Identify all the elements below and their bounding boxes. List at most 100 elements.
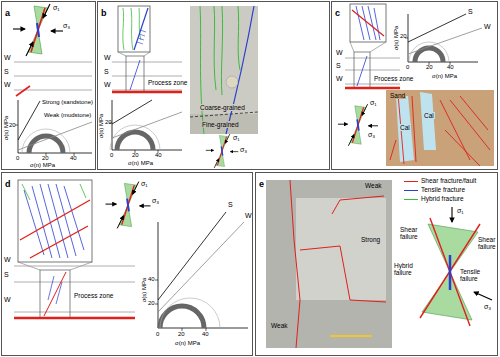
layer-lines — [14, 76, 92, 77]
layer-lines — [112, 62, 182, 63]
axis-label: σ(s) MPa — [3, 116, 10, 141]
legend-line — [404, 190, 418, 191]
rock-photo — [330, 335, 372, 337]
mohr-diagram — [158, 212, 226, 300]
figure-label: 0 — [16, 155, 19, 162]
figure-label: 0 — [156, 331, 159, 338]
figure-label: Shear failure — [400, 226, 430, 240]
inset-box — [350, 4, 386, 52]
figure-label: Process zone — [374, 75, 413, 82]
panel-letter: a — [5, 8, 10, 18]
figure-label: 0 — [406, 64, 409, 71]
figure-label: W — [4, 81, 11, 89]
figure-label: σ₃ — [152, 197, 159, 205]
figure-label: σ₁ — [370, 99, 377, 107]
mohr-diagram — [155, 280, 206, 331]
figure-label: σ₁ — [233, 134, 240, 142]
panel-box: d — [1, 172, 253, 356]
mohr-diagram — [29, 136, 63, 153]
mohr-diagram — [112, 100, 152, 124]
mohr-diagram — [110, 125, 160, 150]
layer-lines — [14, 266, 135, 312]
figure-label: W — [104, 81, 111, 89]
figure-label: Tensile failure — [460, 268, 490, 282]
rock-photo — [226, 6, 254, 134]
figure-label: σ₃ — [240, 146, 247, 154]
figure-label: Strong (sandstone) — [42, 99, 93, 106]
figure-label: S — [228, 201, 233, 209]
inset-box — [20, 200, 90, 258]
figure-label: W — [4, 256, 11, 264]
rock-photo — [190, 114, 258, 134]
figure-label: Hybrid failure — [394, 262, 424, 276]
figure-label: σ₃ — [63, 22, 70, 30]
mohr-diagram — [409, 42, 449, 62]
rock-photo — [190, 6, 258, 134]
layer-lines — [14, 282, 135, 283]
figure-label: 40 — [202, 331, 209, 338]
legend-text: Hybrid fracture — [421, 195, 464, 203]
figure-label: σ(n) MPa — [432, 73, 457, 80]
figure-label: S — [4, 271, 9, 279]
figure-label: 40 — [70, 155, 77, 162]
panel-box: a — [1, 1, 96, 170]
mohr-diagram — [158, 222, 248, 328]
figure-label: σ₃ — [484, 303, 491, 311]
layer-lines — [112, 76, 182, 77]
figure-label: Cal — [399, 124, 411, 131]
stress-wedge — [338, 104, 378, 146]
figure-label: 20 — [426, 64, 433, 71]
figure-label: W — [245, 212, 252, 220]
figure-label: S — [336, 62, 341, 70]
figure-label: Sand — [389, 92, 406, 99]
figure-label: 20 — [400, 33, 407, 40]
figure-label: σ(n) MPa — [175, 340, 200, 347]
mohr-diagram — [18, 122, 92, 150]
inset-box — [18, 180, 92, 262]
figure-label: 20 — [105, 119, 112, 126]
figure-label: W — [484, 23, 491, 31]
rock-photo — [386, 90, 494, 166]
layer-lines — [345, 84, 400, 85]
fault-line — [345, 87, 400, 90]
stress-wedge — [474, 292, 492, 300]
fault-line — [112, 91, 182, 94]
layer-lines — [14, 62, 92, 90]
inset-box — [118, 6, 150, 56]
layer-lines — [14, 312, 135, 313]
figure-label: σ(n) MPa — [30, 162, 55, 169]
rock-photo — [266, 180, 392, 348]
stress-wedge — [106, 182, 151, 229]
layer-lines — [14, 62, 92, 63]
mohr-diagram — [18, 101, 40, 140]
mohr-diagram — [117, 132, 153, 150]
rock-photo — [226, 76, 238, 88]
figure-label: 40 — [148, 276, 155, 283]
inset-box — [18, 180, 92, 270]
figure-label: σ₁ — [141, 180, 148, 188]
process-zone-box — [126, 56, 144, 92]
mohr-diagram — [405, 38, 450, 65]
figure-label: 20 — [148, 300, 155, 307]
figure-label: Weak — [364, 182, 383, 189]
mohr-diagram — [160, 298, 220, 328]
mohr-diagram — [408, 28, 482, 54]
mohr-diagram — [158, 222, 244, 312]
inset-box — [118, 6, 150, 52]
rock-photo — [386, 90, 494, 166]
mohr-diagram — [18, 100, 92, 153]
layer-lines — [14, 266, 135, 267]
legend-line — [404, 199, 418, 200]
figure-label: Fine-grained — [201, 121, 240, 128]
figure-label: S — [468, 8, 473, 16]
stress-wedge — [449, 255, 452, 290]
figure-label: σ₁ — [53, 4, 60, 12]
axis-label: σ(s) MPa — [393, 26, 400, 51]
rock-photo — [420, 92, 436, 150]
figure-label: S — [104, 68, 109, 76]
fracture-line — [357, 56, 367, 86]
rock-photo — [190, 112, 258, 117]
layer-lines — [345, 70, 400, 71]
stress-wedge — [13, 4, 63, 56]
